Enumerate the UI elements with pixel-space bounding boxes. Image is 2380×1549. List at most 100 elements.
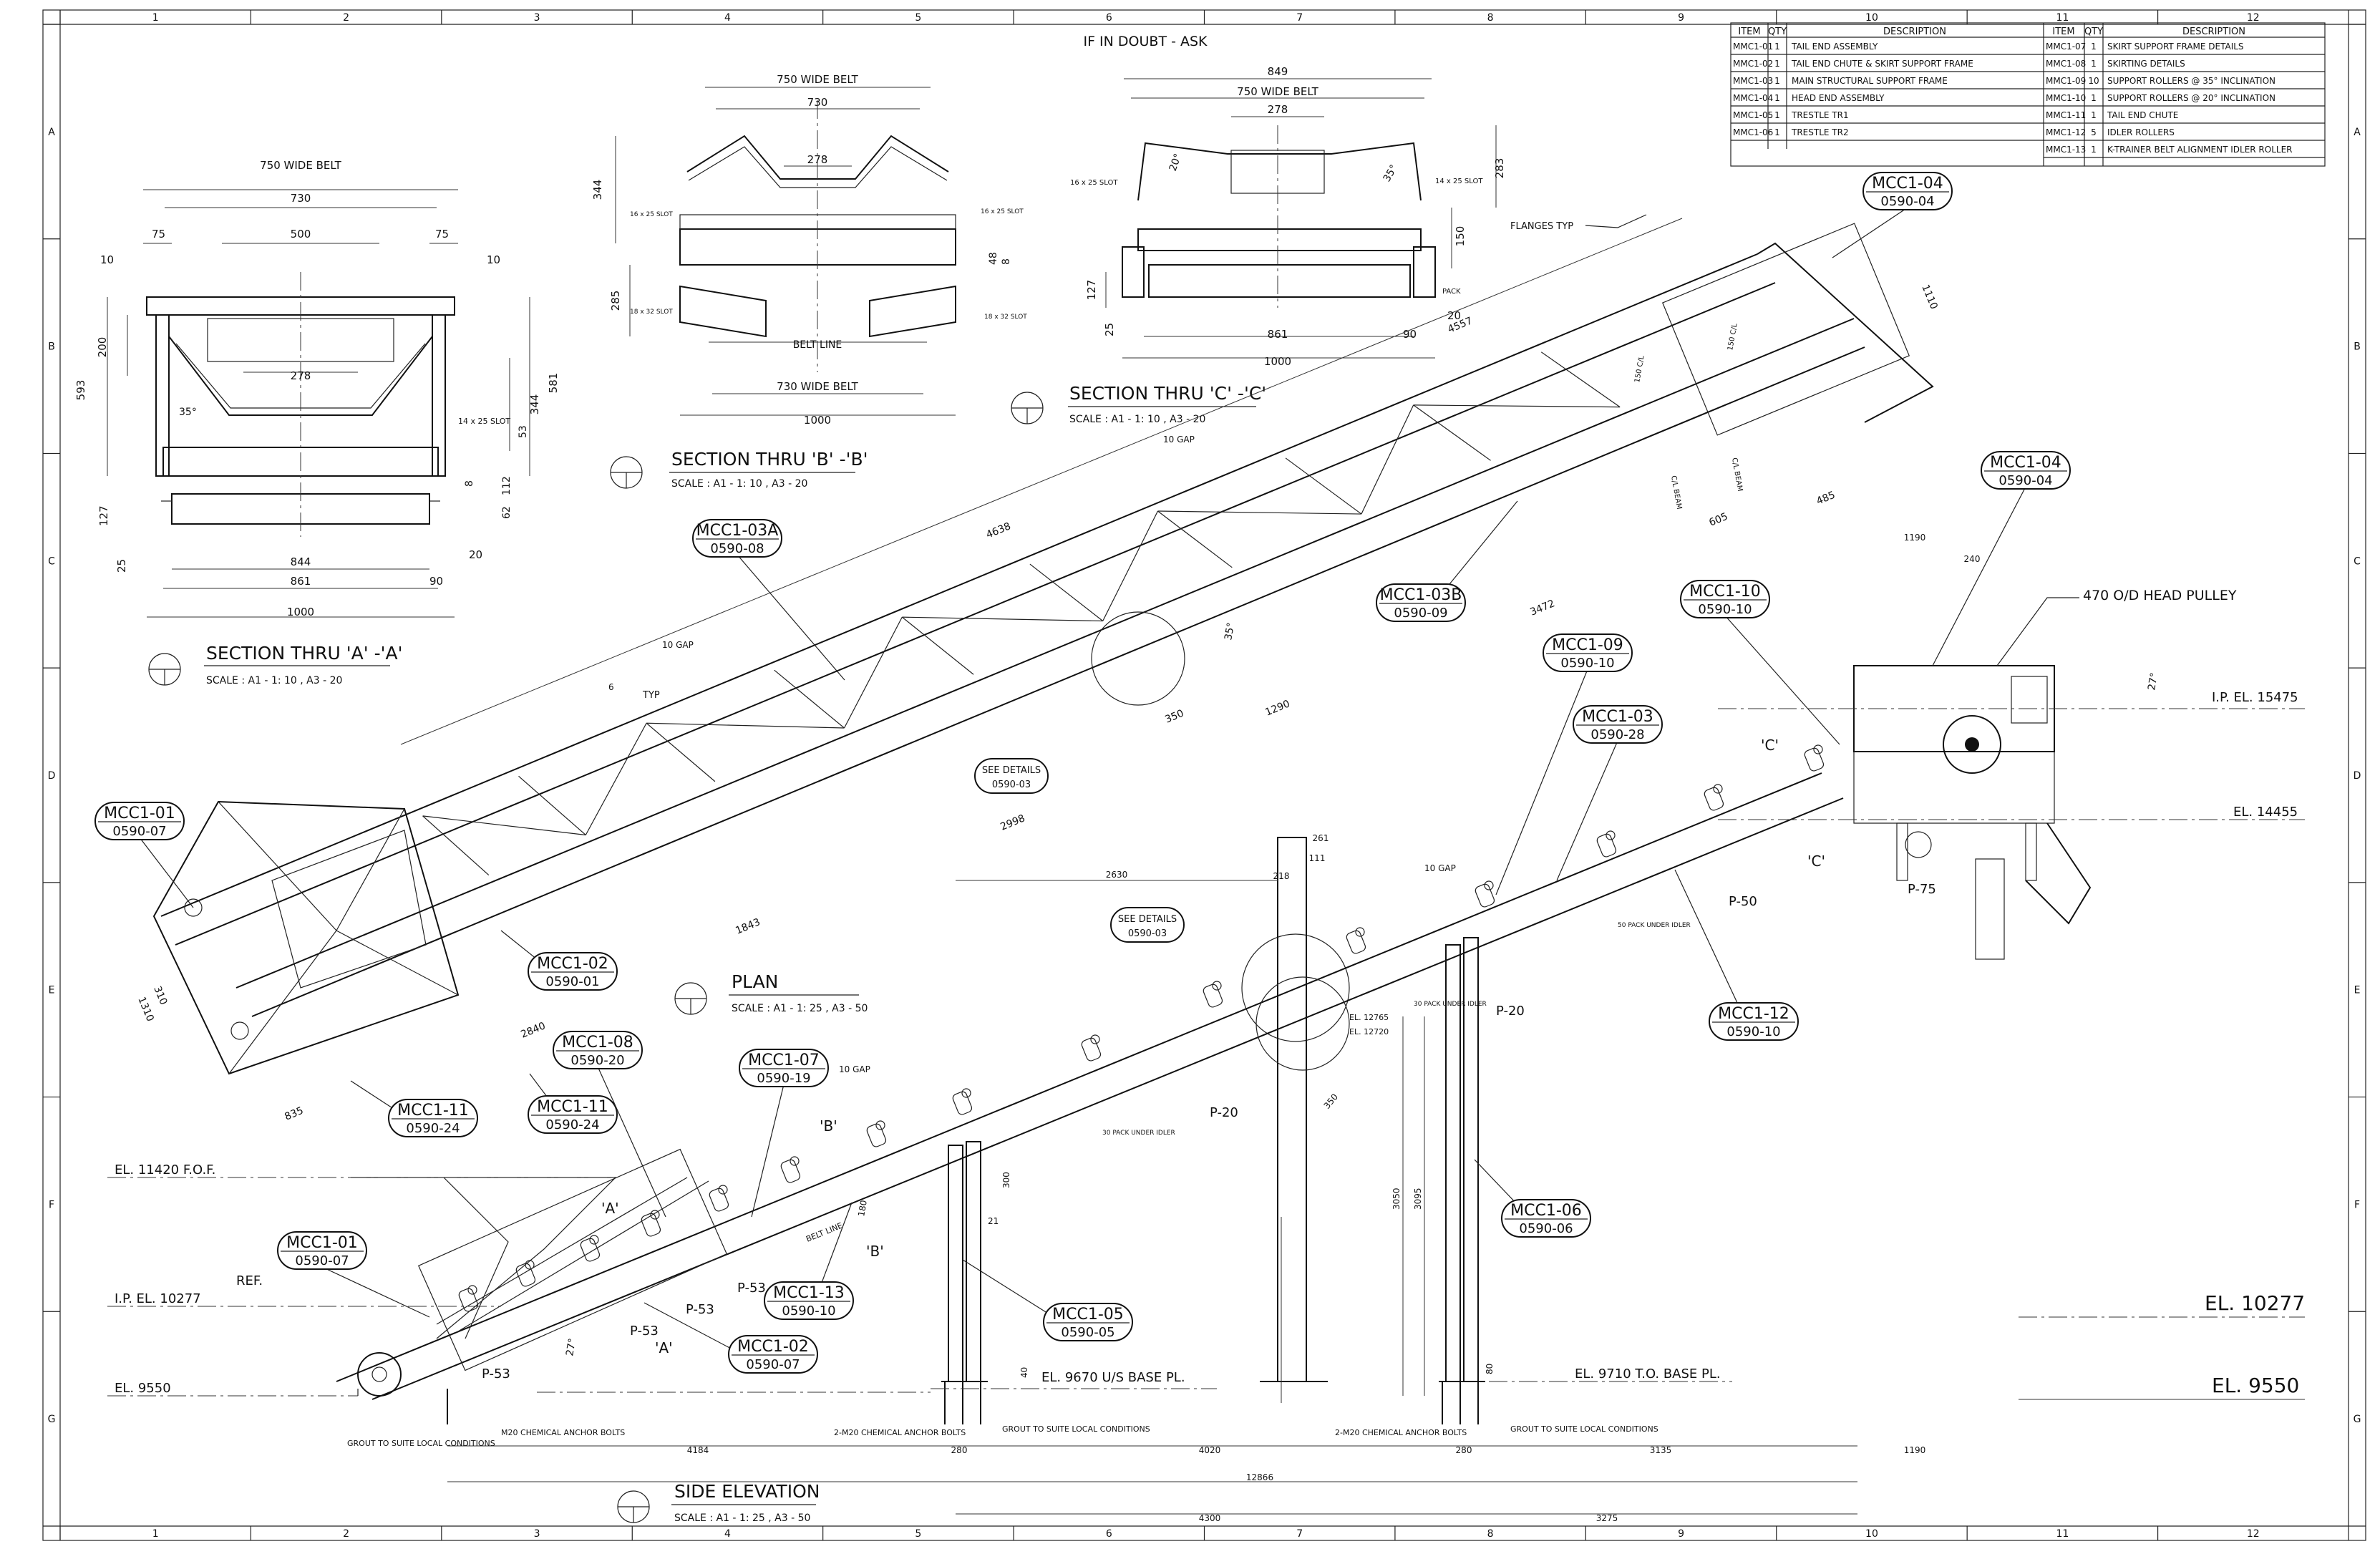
grid-col-label: 8 [1487,1528,1494,1540]
sa-10b-dim: 10 [487,253,500,266]
part-tag-ref: 0590-06 [1519,1221,1573,1236]
part-tag-code: MCC1-01 [104,805,175,822]
part-tag-code: MCC1-02 [537,955,608,973]
grid-col-label: 8 [1487,12,1494,24]
el-14455: EL. 14455 [2233,805,2298,820]
sa-730-dim: 730 [291,192,311,205]
sa-861-dim: 861 [291,575,311,588]
elevation-title: SIDE ELEVATION [674,1481,820,1502]
sb-belt-line: BELT LINE [793,339,842,351]
grid-col-label: 12 [2247,1528,2260,1540]
grid-row-label: C [48,555,55,567]
part-tag-ref: 0590-07 [112,824,166,839]
section-mark-c-2: 'C' [1807,853,1825,870]
sa-112-dim: 112 [501,476,513,495]
section-b-scale: SCALE : A1 - 1: 10 , A3 - 20 [671,478,807,490]
bom-item-code: MMC1-05 [1733,110,1773,120]
bom-item-code: MMC1-12 [2046,127,2086,137]
part-tag-code: MCC1-04 [1990,454,2061,472]
el-12765: EL. 12765 [1349,1013,1389,1022]
el-280a: 280 [951,1445,968,1455]
plan-3472: 3472 [1528,598,1556,618]
part-tag-code: MCC1-02 [737,1338,809,1356]
plan-1843: 1843 [734,916,762,936]
grid-col-label: 6 [1106,12,1112,24]
part-tag-ref: 0590-10 [1726,1024,1780,1039]
part-tag-code: MCC1-12 [1718,1005,1789,1023]
sa-75b-dim: 75 [435,228,449,241]
pack-note-2: 50 PACK UNDER IDLER [1618,922,1691,929]
el-27-ang: 27° [564,1337,578,1356]
el-gap-b: 10 GAP [1424,863,1456,873]
plan-cl-2: 150 C/L [1726,323,1739,351]
bom-item-qty: 5 [2091,127,2097,137]
part-tag-ref: 0590-01 [545,974,599,989]
bom-item-desc: SKIRTING DETAILS [2107,59,2185,69]
sa-62-dim: 62 [501,506,513,519]
el-4300: 4300 [1199,1513,1221,1523]
grid-col-label: 7 [1296,12,1303,24]
sc-25-dim: 25 [1103,323,1116,336]
grid-row-label: B [2354,341,2361,353]
grid-col-label: 9 [1678,12,1684,24]
el-300: 300 [1001,1172,1011,1188]
part-tag-ref: 0590-07 [295,1253,349,1268]
part-tag-ref: 0590-05 [1061,1325,1114,1340]
grid-row-label: F [49,1199,54,1210]
el-180: 180 [856,1200,869,1218]
bom-item-qty: 1 [2091,145,2097,155]
sb-278-dim: 278 [807,153,828,166]
section-mark-c-1: 'C' [1761,737,1779,754]
bom-item-qty: 1 [1774,93,1780,103]
p20-a: P-20 [1210,1105,1238,1120]
section-c-title: SECTION THRU 'C' -'C' [1069,383,1266,404]
plan-flanges: FLANGES TYP [1510,221,1573,232]
el-2630: 2630 [1106,870,1128,880]
pack-note-1: 30 PACK UNDER IDLER [1102,1130,1175,1137]
bom-header-desc-right: DESCRIPTION [2182,26,2245,37]
section-a-title: SECTION THRU 'A' -'A' [206,643,402,664]
grid-col-label: 12 [2247,12,2260,24]
grout-note-2: GROUT TO SUITE LOCAL CONDITIONS [1002,1424,1150,1434]
sc-150-dim: 150 [1454,226,1467,247]
part-tag-ref: 0590-08 [710,541,764,556]
grid-col-label: 4 [724,12,731,24]
bom-item-qty: 1 [1774,127,1780,137]
bom-item-desc: TAIL END ASSEMBLY [1791,42,1878,52]
bom-item-desc: K-TRAINER BELT ALIGNMENT IDLER ROLLER [2107,145,2293,155]
grid-col-label: 11 [2056,12,2069,24]
idler-roller [1704,787,1724,811]
sb-8-dim: 8 [1001,258,1012,265]
section-a-scale: SCALE : A1 - 1: 10 , A3 - 20 [206,675,342,686]
bom-item-qty: 1 [1774,76,1780,86]
plan-350: 350 [1163,708,1185,726]
bom-item-desc: TRESTLE TR1 [1791,110,1849,120]
el-12720: EL. 12720 [1349,1027,1389,1036]
sb-slot-2: 18 x 32 SLOT [630,309,673,316]
idler-roller [952,1091,973,1115]
section-mark-a-1: 'A' [601,1200,619,1217]
el-gap-a: 10 GAP [839,1064,870,1074]
el-10277: I.P. EL. 10277 [115,1291,201,1306]
el-3275: 3275 [1596,1513,1618,1523]
p75: P-75 [1908,882,1936,897]
plan-35-ang: 35° [1223,621,1237,641]
grid-row-label: B [48,341,55,353]
bom-item-code: MMC1-10 [2046,93,2086,103]
see-details-2-ref: 0590-03 [1128,928,1167,939]
bom-item-desc: TAIL END CHUTE & SKIRT SUPPORT FRAME [1791,59,1973,69]
sb-730-belt: 730 WIDE BELT [777,380,859,393]
part-tag-ref: 0590-09 [1394,606,1447,621]
bom-item-desc: IDLER ROLLERS [2107,127,2175,137]
section-mark-b-1: 'B' [820,1117,837,1135]
el-3135: 3135 [1650,1445,1672,1455]
el-3095: 3095 [1413,1188,1423,1210]
part-tag-ref: 0590-28 [1590,727,1644,742]
part-tag-code: MCC1-04 [1872,175,1943,193]
